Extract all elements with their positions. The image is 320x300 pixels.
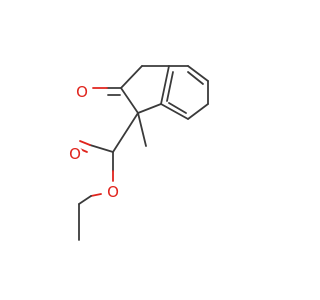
ester-carbonyl-o-bg — [67, 146, 83, 162]
aromatic-double-1 — [187, 71, 204, 85]
bond-c5-c6 — [187, 65, 209, 82]
bond-oester-ch2-b — [78, 195, 92, 205]
aromatic-double-3 — [166, 71, 174, 102]
bond-c1-methyl — [137, 112, 147, 147]
ketone-o-bg — [74, 84, 90, 100]
bond-c3-c2 — [120, 65, 143, 89]
bond-c1-cester — [112, 112, 139, 153]
ester-oxygen-label: O — [107, 183, 119, 201]
aromatic-ring — [160, 65, 209, 120]
bond-c8-c8a — [160, 103, 189, 120]
bond-cester-o-double-a — [89, 144, 114, 153]
bond-cester-o-double-b — [79, 140, 91, 146]
structure-diagram: O O O — [67, 65, 209, 241]
bond-c8a-c4a — [160, 65, 170, 105]
bond-c2-c1 — [120, 87, 139, 114]
bond-c1-c8a — [137, 103, 162, 114]
saturated-ring — [120, 65, 170, 114]
atom-labels: O O O — [67, 83, 121, 201]
ester-carbonyl-oxygen-label: O — [69, 145, 81, 163]
ester-group — [78, 112, 139, 241]
ketone-group — [92, 87, 122, 96]
bond-oester-ch2-a — [90, 193, 102, 197]
ester-o-bg — [105, 184, 121, 200]
bond-c7-c8 — [187, 103, 209, 120]
ketone-oxygen-label: O — [76, 83, 88, 101]
aromatic-double-2 — [168, 102, 187, 114]
